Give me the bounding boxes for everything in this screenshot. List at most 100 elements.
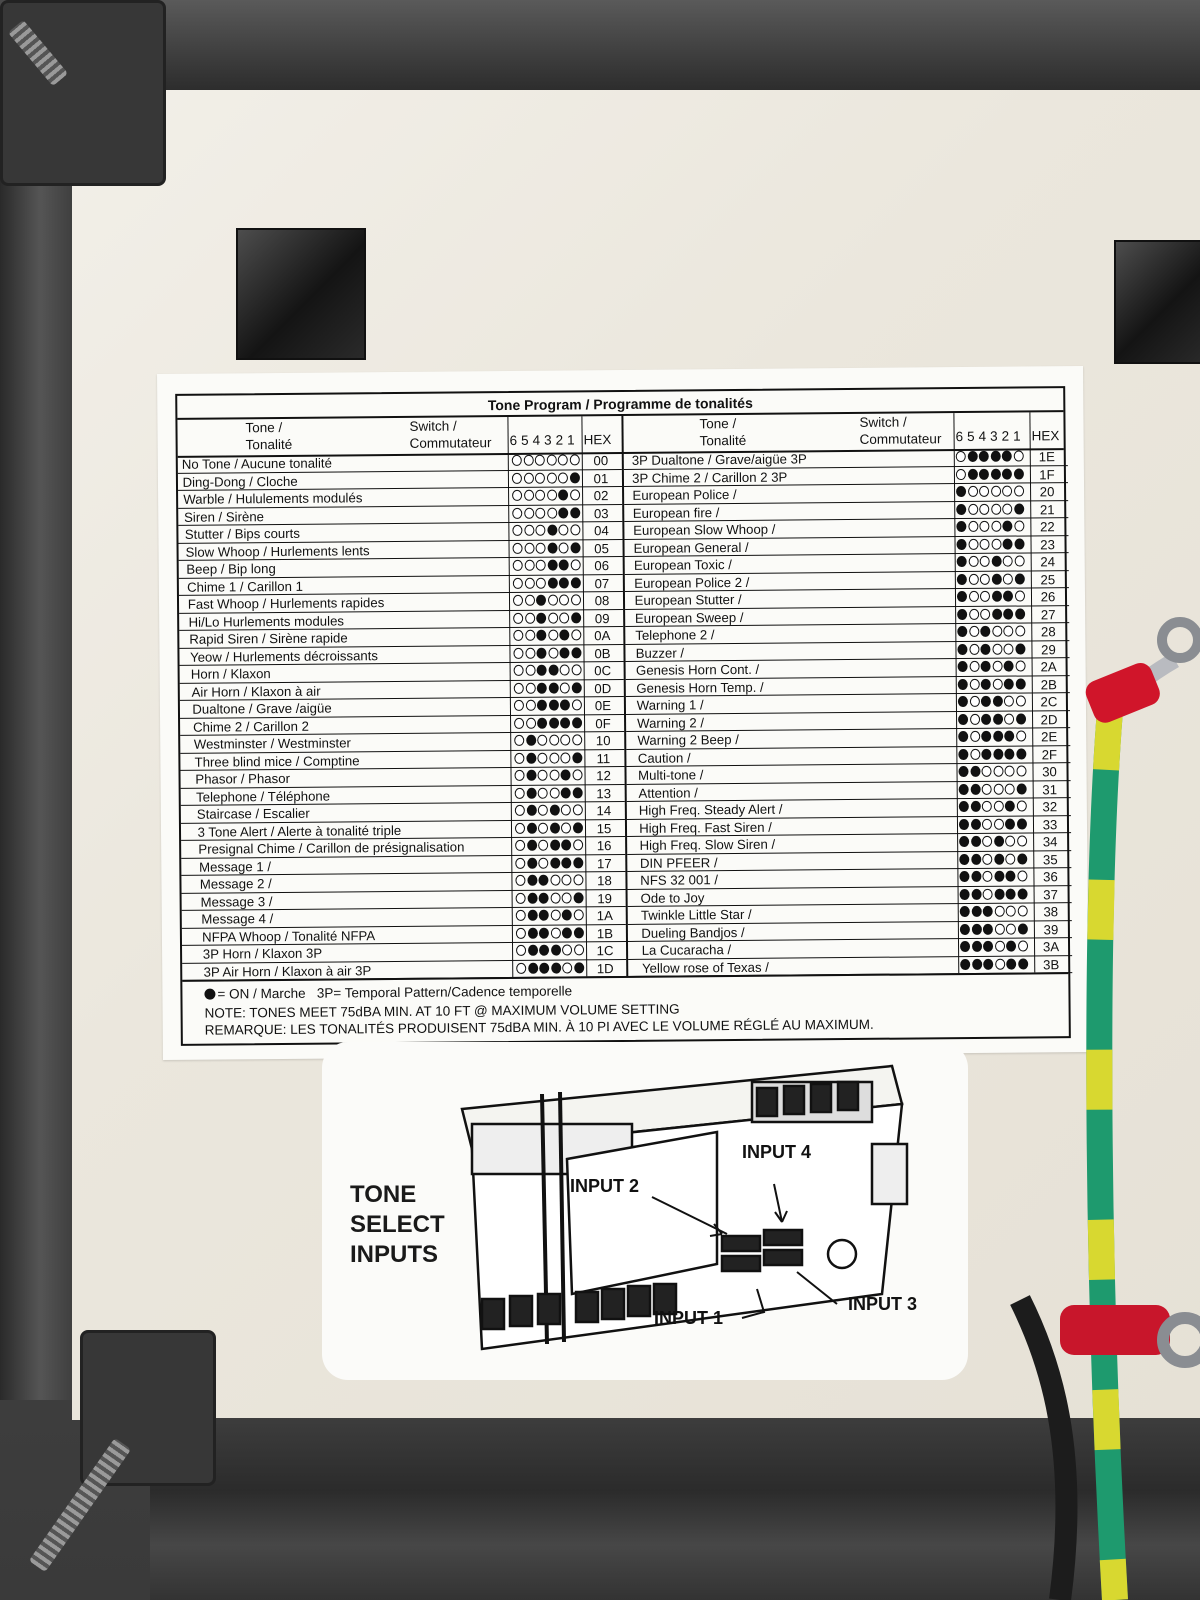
switch-dot xyxy=(561,874,572,886)
corner-post-bottom-left xyxy=(80,1330,216,1486)
switch-dot xyxy=(573,926,584,938)
switch-dot xyxy=(979,485,990,497)
switch-dot xyxy=(982,870,993,882)
hex-code: 20 xyxy=(1039,484,1055,500)
tone-name: Chime 1 / Carillon 1 xyxy=(187,578,303,595)
hex-code: 25 xyxy=(1040,571,1056,587)
switch-dot xyxy=(570,559,581,571)
switch-setting xyxy=(956,555,1025,568)
switch-dot xyxy=(559,611,570,624)
switch-dot xyxy=(569,506,580,518)
hex-code: 24 xyxy=(1040,554,1056,570)
enclosure-rim-top xyxy=(150,0,1200,92)
switch-dot xyxy=(525,769,537,781)
switch-bit-4: 4 xyxy=(978,428,987,444)
tone-name: Buzzer / xyxy=(635,644,685,661)
switch-setting xyxy=(513,664,582,676)
switch-dot xyxy=(523,454,534,466)
switch-dot xyxy=(956,503,967,515)
switch-bit-1: 1 xyxy=(1013,428,1021,444)
switch-dot xyxy=(512,507,523,519)
tone-name: No Tone / Aucune tonalité xyxy=(181,455,332,472)
tone-header-1-right: Tone / xyxy=(699,416,737,432)
switch-setting xyxy=(516,944,584,956)
switch-dot xyxy=(511,454,522,466)
switch-setting xyxy=(955,467,1024,480)
tone-name: Warble / Hululements modulés xyxy=(183,490,363,507)
switch-dot xyxy=(982,888,993,900)
switch-dot xyxy=(558,541,569,554)
tone-name: Genesis Horn Cont. / xyxy=(635,661,760,678)
switch-dot xyxy=(970,870,981,882)
switch-dot xyxy=(547,647,559,659)
title-line-1: TONE xyxy=(350,1181,417,1208)
switch-dot xyxy=(546,489,557,501)
switch-dot xyxy=(516,944,527,956)
switch-dot xyxy=(548,664,559,676)
switch-dot xyxy=(990,450,1001,462)
switch-dot xyxy=(525,699,536,711)
switch-dot xyxy=(983,958,994,970)
switch-bit-3: 3 xyxy=(990,428,998,444)
switch-dot xyxy=(512,577,523,589)
switch-dot xyxy=(571,664,582,676)
tone-name: Warning 2 Beep / xyxy=(637,731,739,748)
switch-dot xyxy=(547,559,558,571)
switch-dot xyxy=(524,559,535,571)
switch-dot xyxy=(535,577,546,589)
switch-dot xyxy=(526,787,537,799)
switch-dot xyxy=(536,682,547,694)
hex-header-right: HEX xyxy=(1031,428,1060,444)
switch-dot xyxy=(980,608,991,620)
switch-dot xyxy=(538,839,549,851)
switch-setting xyxy=(956,572,1025,585)
switch-dot xyxy=(958,765,969,778)
switch-dot xyxy=(559,681,570,694)
switch-dot xyxy=(523,472,534,484)
switch-dot xyxy=(959,853,970,865)
switch-bit-5: 5 xyxy=(967,428,975,444)
tone-name: 3P Horn / Klaxon 3P xyxy=(202,945,323,962)
switch-dot xyxy=(546,454,557,466)
switch-dot xyxy=(547,594,558,606)
switch-dot xyxy=(1001,468,1012,480)
hex-code: 05 xyxy=(594,540,609,556)
switch-dot xyxy=(561,891,572,904)
switch-dot xyxy=(512,489,523,501)
switch-dot xyxy=(990,485,1001,497)
switch-dot xyxy=(512,524,523,536)
tone-name: Warning 2 / xyxy=(637,714,705,731)
switch-dot xyxy=(1002,520,1013,532)
hex-code: 0B xyxy=(594,645,611,661)
switch-dot xyxy=(959,923,970,935)
switch-setting xyxy=(514,751,582,764)
switch-dot xyxy=(527,909,538,921)
hex-code: 02 xyxy=(593,488,609,504)
switch-dot xyxy=(968,643,980,655)
hex-code: 0F xyxy=(595,715,611,731)
switch-header-1-right: Switch / xyxy=(859,414,907,430)
tone-name: Twinkle Little Star / xyxy=(640,906,752,923)
switch-dot xyxy=(969,730,980,742)
tone-name: Dueling Bandjos / xyxy=(641,924,745,941)
switch-dot xyxy=(990,538,1002,550)
switch-dot xyxy=(960,940,971,953)
tone-name: 3P Chime 2 / Carillon 2 3P xyxy=(632,469,788,486)
switch-dot xyxy=(525,717,536,729)
adhesive-pad-left xyxy=(236,228,366,360)
tone-table: Tone Program / Programme de tonalités To… xyxy=(175,386,1073,1046)
switch-dot xyxy=(514,752,525,764)
switch-dot xyxy=(982,853,993,865)
switch-dot xyxy=(559,699,570,711)
switch-dot xyxy=(559,646,570,659)
switch-dot xyxy=(957,678,968,690)
switch-dot xyxy=(1013,537,1025,550)
switch-dot xyxy=(559,664,570,676)
tone-name: Siren / Sirène xyxy=(184,508,265,525)
switch-dot xyxy=(569,471,580,483)
tone-name: Hi/Lo Hurlements modules xyxy=(188,612,345,630)
tone-select-title: TONE SELECT INPUTS xyxy=(350,1180,445,1270)
switch-dot xyxy=(979,503,990,515)
switch-dot xyxy=(535,542,546,554)
